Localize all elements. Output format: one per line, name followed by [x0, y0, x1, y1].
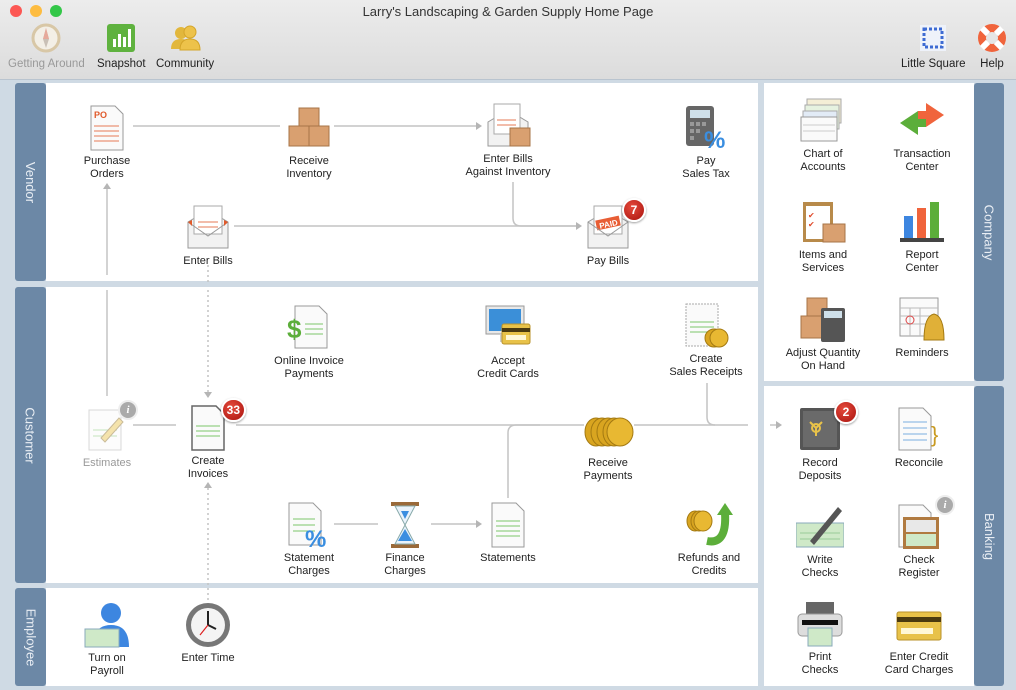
svg-text:%: %: [305, 526, 326, 549]
statements-button[interactable]: Statements: [453, 501, 563, 565]
svg-text:PO: PO: [94, 110, 107, 120]
check-register-button[interactable]: i Check Register: [864, 495, 974, 580]
check-register-info-icon[interactable]: i: [935, 495, 955, 515]
snapshot-button[interactable]: Snapshot: [97, 22, 146, 70]
ledger-stack-icon: [799, 97, 847, 145]
create-sales-receipts-button[interactable]: Create Sales Receipts: [651, 302, 761, 379]
chart-of-accounts-button[interactable]: Chart of Accounts: [768, 97, 878, 174]
square-select-icon: [917, 22, 949, 54]
hourglass-icon: [381, 501, 429, 549]
invoice-icon: 33: [184, 398, 246, 452]
title-bar: Larry's Landscaping & Garden Supply Home…: [0, 0, 1016, 80]
record-deposits-button[interactable]: 2 Record Deposits: [765, 400, 875, 483]
refund-arrow-icon: [685, 501, 733, 549]
bar-chart-icon: [105, 22, 137, 54]
compass-icon: [30, 22, 62, 54]
svg-text:}: }: [931, 422, 938, 447]
statement-percent-icon: %: [285, 501, 333, 553]
statement-charges-button[interactable]: % Statement Charges: [254, 501, 364, 578]
clipboard-box-icon: ✔✔: [799, 198, 847, 246]
record-deposits-badge: 2: [834, 400, 858, 424]
create-invoices-badge: 33: [220, 398, 246, 422]
employee-tab: Employee: [15, 588, 46, 686]
safe-icon: 2: [796, 400, 858, 454]
calculator-percent-icon: %: [682, 104, 730, 154]
pay-bills-badge: 7: [622, 198, 646, 222]
printer-icon: [796, 600, 844, 648]
items-and-services-button[interactable]: ✔✔ Items and Services: [768, 198, 878, 275]
monitor-card-icon: [484, 304, 532, 352]
enter-bills-button[interactable]: Enter Bills: [153, 204, 263, 268]
report-center-button[interactable]: Report Center: [867, 198, 977, 275]
bill-envelope-icon: [184, 204, 232, 252]
calendar-bell-icon: [898, 296, 946, 344]
svg-text:✔: ✔: [808, 220, 815, 229]
lifebuoy-icon: [976, 22, 1008, 54]
customer-tab: Customer: [15, 287, 46, 583]
receive-payments-button[interactable]: Receive Payments: [553, 406, 663, 483]
maximize-button[interactable]: [50, 5, 62, 17]
svg-text:✔: ✔: [808, 211, 815, 220]
estimates-info-icon[interactable]: i: [118, 400, 138, 420]
accept-credit-cards-button[interactable]: Accept Credit Cards: [453, 304, 563, 381]
finance-charges-button[interactable]: Finance Charges: [350, 501, 460, 578]
invoice-dollar-icon: $: [285, 304, 333, 352]
community-button[interactable]: Community: [156, 22, 214, 70]
people-icon: [169, 22, 201, 54]
little-square-button[interactable]: Little Square: [901, 22, 966, 70]
help-button[interactable]: Help: [976, 22, 1008, 70]
check-register-icon: i: [895, 495, 955, 551]
exchange-arrows-icon: [898, 97, 946, 145]
boxes-calculator-icon: [799, 296, 847, 344]
close-button[interactable]: [10, 5, 22, 17]
payroll-person-icon: [83, 601, 131, 649]
check-pen-icon: [795, 503, 845, 551]
turn-on-payroll-button[interactable]: Turn on Payroll: [52, 601, 162, 678]
enter-credit-card-charges-button[interactable]: Enter Credit Card Charges: [864, 600, 974, 677]
pay-bills-button[interactable]: PAID 7 Pay Bills: [553, 198, 663, 268]
print-checks-button[interactable]: Print Checks: [765, 600, 875, 677]
vendor-panel: [46, 83, 758, 281]
clock-icon: [184, 601, 232, 649]
enter-bills-against-inventory-button[interactable]: Enter Bills Against Inventory: [453, 102, 563, 179]
bar-chart-icon: [898, 198, 946, 246]
reconcile-button[interactable]: } Reconcile: [864, 406, 974, 470]
vendor-tab: Vendor: [15, 83, 46, 281]
pay-sales-tax-button[interactable]: % Pay Sales Tax: [651, 104, 761, 181]
reminders-button[interactable]: Reminders: [867, 296, 977, 360]
reconcile-icon: }: [895, 406, 943, 454]
svg-text:%: %: [704, 127, 725, 152]
credit-card-icon: [895, 600, 943, 648]
getting-around-button[interactable]: Getting Around: [8, 22, 85, 70]
estimates-button[interactable]: i Estimates: [52, 400, 162, 470]
enter-time-button[interactable]: Enter Time: [153, 601, 263, 665]
purchase-orders-button[interactable]: PO Purchase Orders: [52, 104, 162, 181]
adjust-quantity-button[interactable]: Adjust Quantity On Hand: [768, 296, 878, 373]
write-checks-button[interactable]: Write Checks: [765, 503, 875, 580]
purchase-order-icon: PO: [83, 104, 131, 152]
employee-panel: [46, 588, 758, 686]
bill-with-box-icon: [484, 102, 532, 150]
banking-tab: Banking: [974, 386, 1004, 686]
receive-inventory-button[interactable]: Receive Inventory: [254, 104, 364, 181]
create-invoices-button[interactable]: 33 Create Invoices: [153, 398, 263, 481]
statement-icon: [484, 501, 532, 549]
transaction-center-button[interactable]: Transaction Center: [867, 97, 977, 174]
svg-text:PAID: PAID: [599, 218, 619, 231]
window-title: Larry's Landscaping & Garden Supply Home…: [362, 4, 654, 19]
boxes-icon: [285, 104, 333, 152]
minimize-button[interactable]: [30, 5, 42, 17]
online-invoice-payments-button[interactable]: $ Online Invoice Payments: [254, 304, 364, 381]
paid-envelope-icon: PAID 7: [584, 198, 646, 252]
coins-stack-icon: [584, 406, 634, 454]
refunds-credits-button[interactable]: Refunds and Credits: [654, 501, 764, 578]
window-controls: [10, 5, 62, 17]
receipt-coins-icon: [682, 302, 730, 350]
company-tab: Company: [974, 83, 1004, 381]
estimate-pencil-icon: [83, 406, 131, 454]
svg-text:$: $: [287, 314, 302, 344]
